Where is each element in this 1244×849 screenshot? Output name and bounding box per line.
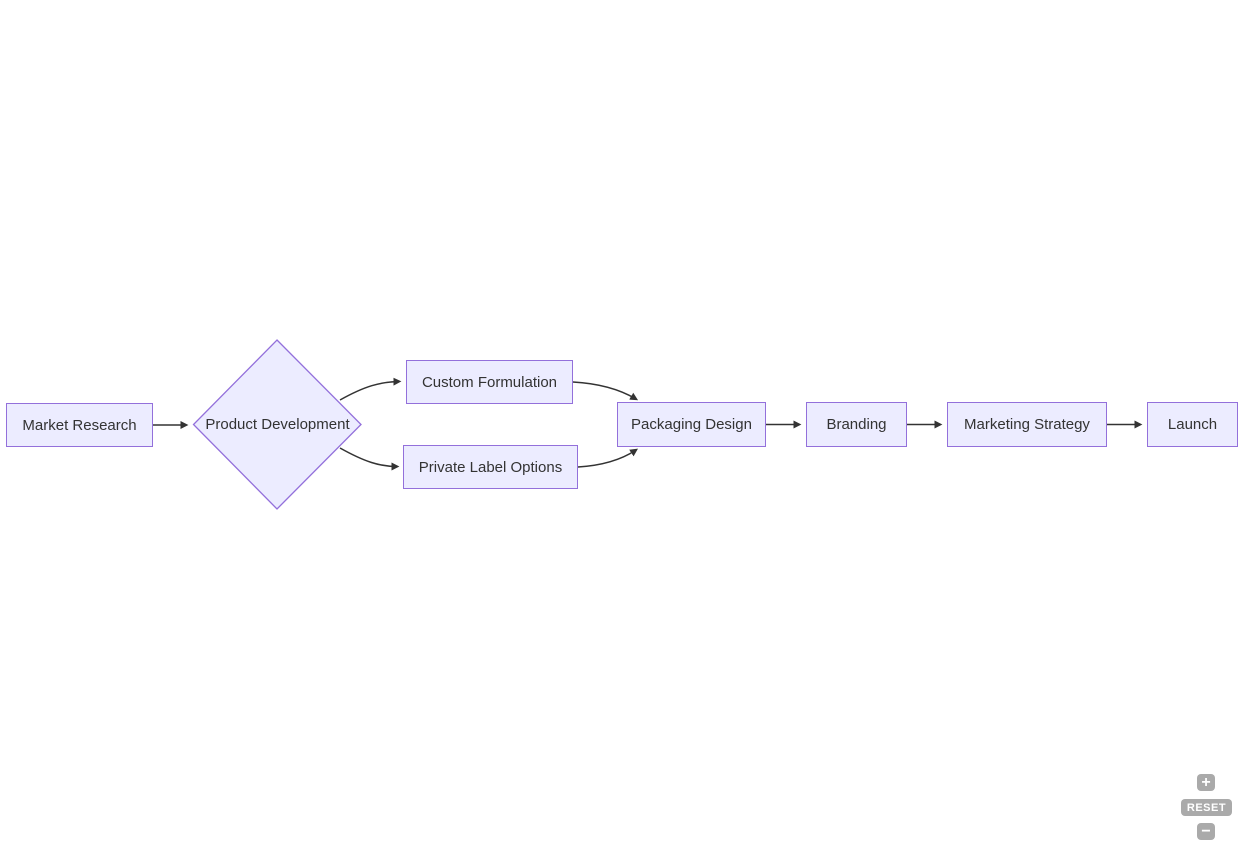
edge-product-development-to-private-label-options <box>339 447 400 471</box>
node-packaging-design: Packaging Design <box>617 402 766 447</box>
node-shape-product-development <box>192 339 362 510</box>
edge-product-development-to-custom-formulation <box>339 377 402 401</box>
zoom-in-button[interactable]: + <box>1197 774 1215 791</box>
node-product-development-label: Product Development <box>205 415 350 433</box>
node-branding: Branding <box>806 402 907 447</box>
node-launch: Launch <box>1147 402 1238 447</box>
node-marketing-strategy: Marketing Strategy <box>947 402 1107 447</box>
reset-zoom-button[interactable]: RESET <box>1181 799 1232 816</box>
edge-custom-formulation-to-packaging-design <box>572 381 639 401</box>
edge-private-label-options-to-packaging-design <box>577 448 638 468</box>
node-custom-formulation: Custom Formulation <box>406 360 573 404</box>
zoom-out-button[interactable]: − <box>1197 823 1215 840</box>
node-private-label-options: Private Label Options <box>403 445 578 489</box>
node-market-research: Market Research <box>6 403 153 447</box>
